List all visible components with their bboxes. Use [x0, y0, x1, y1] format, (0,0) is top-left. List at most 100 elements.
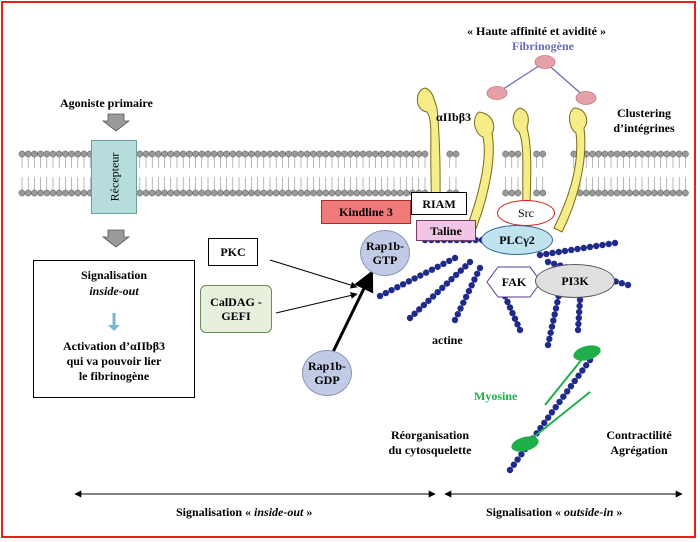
- actin-bead: [548, 323, 556, 330]
- lipid-head: [620, 150, 627, 158]
- lipid-head: [80, 150, 88, 158]
- lipid-head: [198, 189, 206, 197]
- lipid-head: [347, 150, 354, 158]
- reorg-label-2: du cytosquelette: [388, 443, 472, 457]
- lipid-head: [136, 150, 144, 158]
- rap1b-gdp-line-1: Rap1b-: [307, 359, 346, 373]
- actin-bead: [544, 414, 552, 421]
- lipid-head: [415, 150, 423, 158]
- lipid-head: [316, 150, 323, 158]
- lipid-head: [173, 150, 181, 158]
- lipid-head: [403, 150, 410, 158]
- actin-bead: [446, 257, 453, 265]
- myosin: [511, 345, 601, 452]
- actin-bead: [544, 341, 552, 349]
- actin-bead: [466, 258, 474, 266]
- lipid-head: [204, 150, 212, 158]
- lipid-head: [291, 189, 299, 197]
- lipid-head: [669, 150, 677, 158]
- sig-box-subtitle-text: inside-out: [89, 284, 139, 298]
- fibrinogen-node-left: [486, 86, 508, 100]
- actin-bead: [571, 377, 578, 385]
- actin-bead: [618, 280, 626, 287]
- lipid-head: [254, 150, 261, 158]
- actin-bead: [443, 280, 451, 287]
- bottom-caption-inside-out: Signalisation « inside-out »: [176, 505, 312, 519]
- lipid-head: [601, 150, 609, 158]
- inside-out-box: [33, 260, 195, 398]
- riam-box: RIAM: [411, 192, 467, 215]
- actin-bead: [541, 419, 548, 427]
- actin-bead: [561, 247, 569, 255]
- lipid-head: [365, 189, 373, 197]
- lipid-head: [31, 189, 38, 197]
- actin-bead: [567, 382, 575, 390]
- lipid-head: [595, 189, 602, 197]
- actin-bead: [429, 293, 437, 300]
- lipid-head: [310, 189, 317, 197]
- lipid-head: [582, 189, 590, 197]
- lipid-head: [18, 189, 26, 197]
- actin-bead: [563, 388, 571, 395]
- lipid-head: [322, 189, 330, 197]
- haute-affinite-label: « Haute affinité et avidité »: [467, 24, 606, 38]
- lipid-head: [452, 150, 460, 158]
- lipid-head: [322, 150, 330, 158]
- actin-bead: [506, 304, 514, 311]
- lipid-head: [421, 150, 429, 158]
- actin-bead: [399, 281, 407, 288]
- lipid-head: [620, 189, 627, 197]
- lipid-head: [223, 150, 230, 158]
- lipid-head: [266, 189, 274, 197]
- bottom-left-post: »: [303, 505, 313, 519]
- actin-bead: [422, 269, 430, 276]
- lipid-head: [613, 189, 621, 197]
- actin-bead: [382, 289, 389, 297]
- arrow-pkc-to-rap1b: [269, 259, 358, 289]
- pi3k-label: PI3K: [561, 274, 589, 288]
- actin-bead: [434, 288, 441, 296]
- lipid-head: [607, 189, 615, 197]
- actin-bead: [624, 281, 632, 289]
- lipid-head: [279, 150, 286, 158]
- lipid-head: [310, 150, 317, 158]
- lipid-head: [285, 189, 292, 197]
- lipid-head: [675, 150, 683, 158]
- lipid-head: [37, 150, 44, 158]
- actin-bead: [516, 326, 524, 334]
- bottom-right-italic: outside-in: [564, 505, 614, 519]
- actin-bead: [406, 314, 414, 322]
- lipid-head: [241, 189, 249, 197]
- lipid-head: [638, 150, 646, 158]
- lipid-head: [390, 189, 398, 197]
- actin-bead: [428, 266, 436, 273]
- fibrinogen-link-right: [544, 61, 587, 99]
- actin-bead: [416, 306, 423, 313]
- lipid-head: [378, 150, 385, 158]
- fibrinogen-link-left: [496, 61, 546, 94]
- actin-bead: [471, 276, 478, 283]
- actin-bead: [452, 271, 460, 279]
- lipid-head: [43, 189, 51, 197]
- lipid-head: [657, 189, 664, 197]
- actin-bead: [544, 258, 552, 266]
- lipid-head: [396, 189, 404, 197]
- lipid-head: [365, 150, 373, 158]
- lipid-head: [607, 150, 615, 158]
- actin-bead: [411, 275, 418, 282]
- lipid-head: [663, 150, 671, 158]
- actin-bead: [465, 287, 473, 295]
- lipid-head: [223, 189, 230, 197]
- lipid-head: [241, 150, 249, 158]
- lipid-head: [328, 150, 336, 158]
- lipid-head: [18, 150, 26, 158]
- actin-bead: [543, 250, 550, 258]
- actin-bead: [550, 317, 557, 324]
- actin-bead: [514, 321, 521, 328]
- actin-bead: [420, 301, 428, 309]
- sig-box-title: Signalisation: [33, 268, 195, 282]
- lipid-head: [589, 150, 596, 158]
- arrow-caldag-to-rap1b: [275, 292, 358, 314]
- lipid-head: [24, 189, 32, 197]
- lipid-head: [657, 150, 664, 158]
